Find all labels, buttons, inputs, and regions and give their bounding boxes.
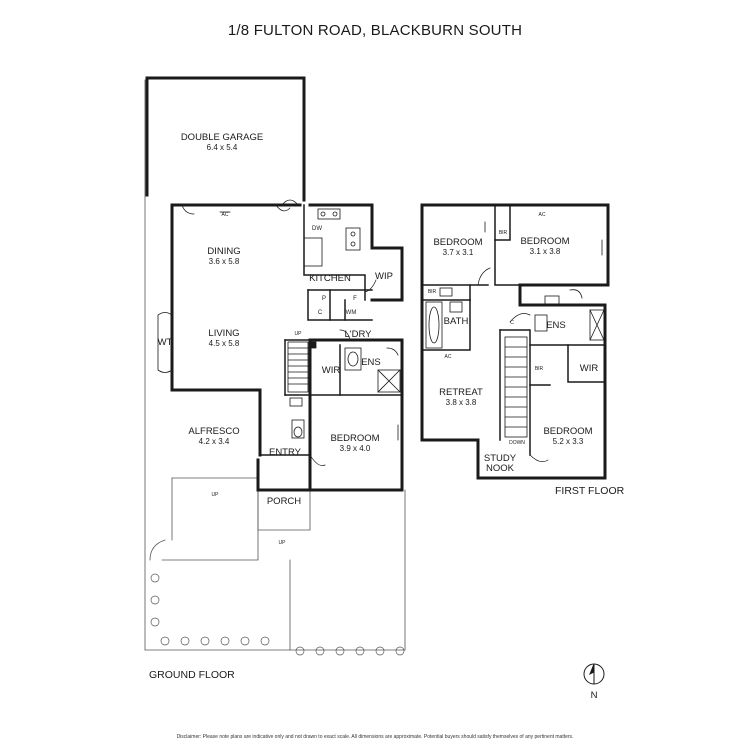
kitchen-label: KITCHEN bbox=[309, 273, 351, 284]
bedroom1-dims: 3.7 x 3.1 bbox=[443, 248, 474, 257]
wall-windows-ground bbox=[219, 211, 399, 441]
bir1-label: BIR bbox=[499, 230, 508, 236]
ac2-first-label: AC bbox=[445, 354, 452, 360]
bathroom-fixtures-first bbox=[425, 287, 605, 349]
bath-label: BATH bbox=[444, 316, 469, 327]
bedroom2-name: BEDROOM bbox=[520, 236, 569, 247]
wall-windows-first bbox=[484, 221, 603, 256]
ground-floor-labels: DOUBLE GARAGE 6.4 x 5.4 DINING 3.6 x 5.8… bbox=[158, 132, 393, 546]
first-floor-plan bbox=[420, 203, 610, 480]
ground-floor-plan bbox=[144, 76, 406, 656]
garden-shrubs bbox=[150, 573, 405, 656]
page-title: 1/8 FULTON ROAD, BLACKBURN SOUTH bbox=[227, 22, 523, 39]
wir-first-label: WIR bbox=[580, 363, 599, 374]
bathroom-fixtures-ground bbox=[289, 347, 401, 439]
dining-name: DINING bbox=[207, 246, 240, 257]
bir2-label: BIR bbox=[428, 289, 437, 295]
bedroom3-name: BEDROOM bbox=[543, 426, 592, 437]
dw-label: DW bbox=[312, 226, 322, 232]
interior-walls bbox=[259, 204, 403, 456]
bir3-label: BIR bbox=[535, 366, 544, 372]
ac-label: AC bbox=[222, 212, 229, 218]
fridge-label: F bbox=[353, 296, 357, 302]
entry-label: ENTRY bbox=[269, 447, 302, 458]
stairs-up-label: UP bbox=[295, 331, 303, 337]
porch-label: PORCH bbox=[267, 496, 301, 507]
alfresco-up-label: UP bbox=[212, 492, 220, 498]
study-label: STUDY bbox=[484, 453, 517, 464]
wip-label: WIP bbox=[375, 271, 393, 282]
first-floor-label: FIRST FLOOR bbox=[555, 485, 625, 497]
stairs-ground bbox=[287, 341, 317, 393]
garage-walls bbox=[145, 76, 306, 202]
bedroom-dims: 3.9 x 4.0 bbox=[340, 444, 371, 453]
wt-label: WT bbox=[158, 337, 173, 348]
north-label: N bbox=[591, 690, 598, 701]
stairs-down-label: DOWN bbox=[509, 440, 525, 446]
bedroom2-dims: 3.1 x 3.8 bbox=[530, 247, 561, 256]
cupboard-label: C bbox=[318, 310, 323, 316]
stairs-first bbox=[504, 336, 528, 438]
nook-label: NOOK bbox=[486, 463, 515, 474]
first-floor-walls bbox=[420, 203, 610, 480]
door-swings-ground bbox=[181, 204, 377, 466]
first-floor-labels: BEDROOM 3.7 x 3.1 BEDROOM 3.1 x 3.8 RETR… bbox=[428, 212, 599, 474]
ground-floor-label: GROUND FLOOR bbox=[149, 669, 235, 681]
ens-label: ENS bbox=[361, 357, 381, 368]
garage-dims: 6.4 x 5.4 bbox=[207, 143, 238, 152]
bedroom1-name: BEDROOM bbox=[433, 237, 482, 248]
disclaimer: Disclaimer: Please note plans are indica… bbox=[176, 734, 574, 740]
ens-first-label: ENS bbox=[546, 320, 566, 331]
retreat-dims: 3.8 x 3.8 bbox=[446, 398, 477, 407]
alfresco-dims: 4.2 x 3.4 bbox=[199, 437, 230, 446]
ldry-label: L'DRY bbox=[345, 329, 373, 340]
wir-label: WIR bbox=[322, 365, 341, 376]
ac1-first-label: AC bbox=[539, 212, 546, 218]
wm-label: WM bbox=[346, 310, 357, 316]
kitchen-fittings bbox=[303, 208, 361, 267]
north-compass bbox=[583, 663, 605, 685]
pantry-label: P bbox=[322, 296, 326, 302]
dining-dims: 3.6 x 5.8 bbox=[209, 257, 240, 266]
first-floor-interior-walls bbox=[421, 204, 606, 456]
living-name: LIVING bbox=[208, 328, 239, 339]
alfresco-name: ALFRESCO bbox=[188, 426, 239, 437]
door-swings-first bbox=[477, 267, 549, 462]
wt-window bbox=[157, 312, 173, 373]
site-boundary bbox=[144, 79, 406, 651]
porch-up-label: UP bbox=[279, 540, 287, 546]
bedroom-name: BEDROOM bbox=[330, 433, 379, 444]
bedroom3-dims: 5.2 x 3.3 bbox=[553, 437, 584, 446]
retreat-name: RETREAT bbox=[439, 387, 483, 398]
garage-name: DOUBLE GARAGE bbox=[181, 132, 263, 143]
cupboard-first-label: C bbox=[510, 320, 514, 326]
living-dims: 4.5 x 5.8 bbox=[209, 339, 240, 348]
